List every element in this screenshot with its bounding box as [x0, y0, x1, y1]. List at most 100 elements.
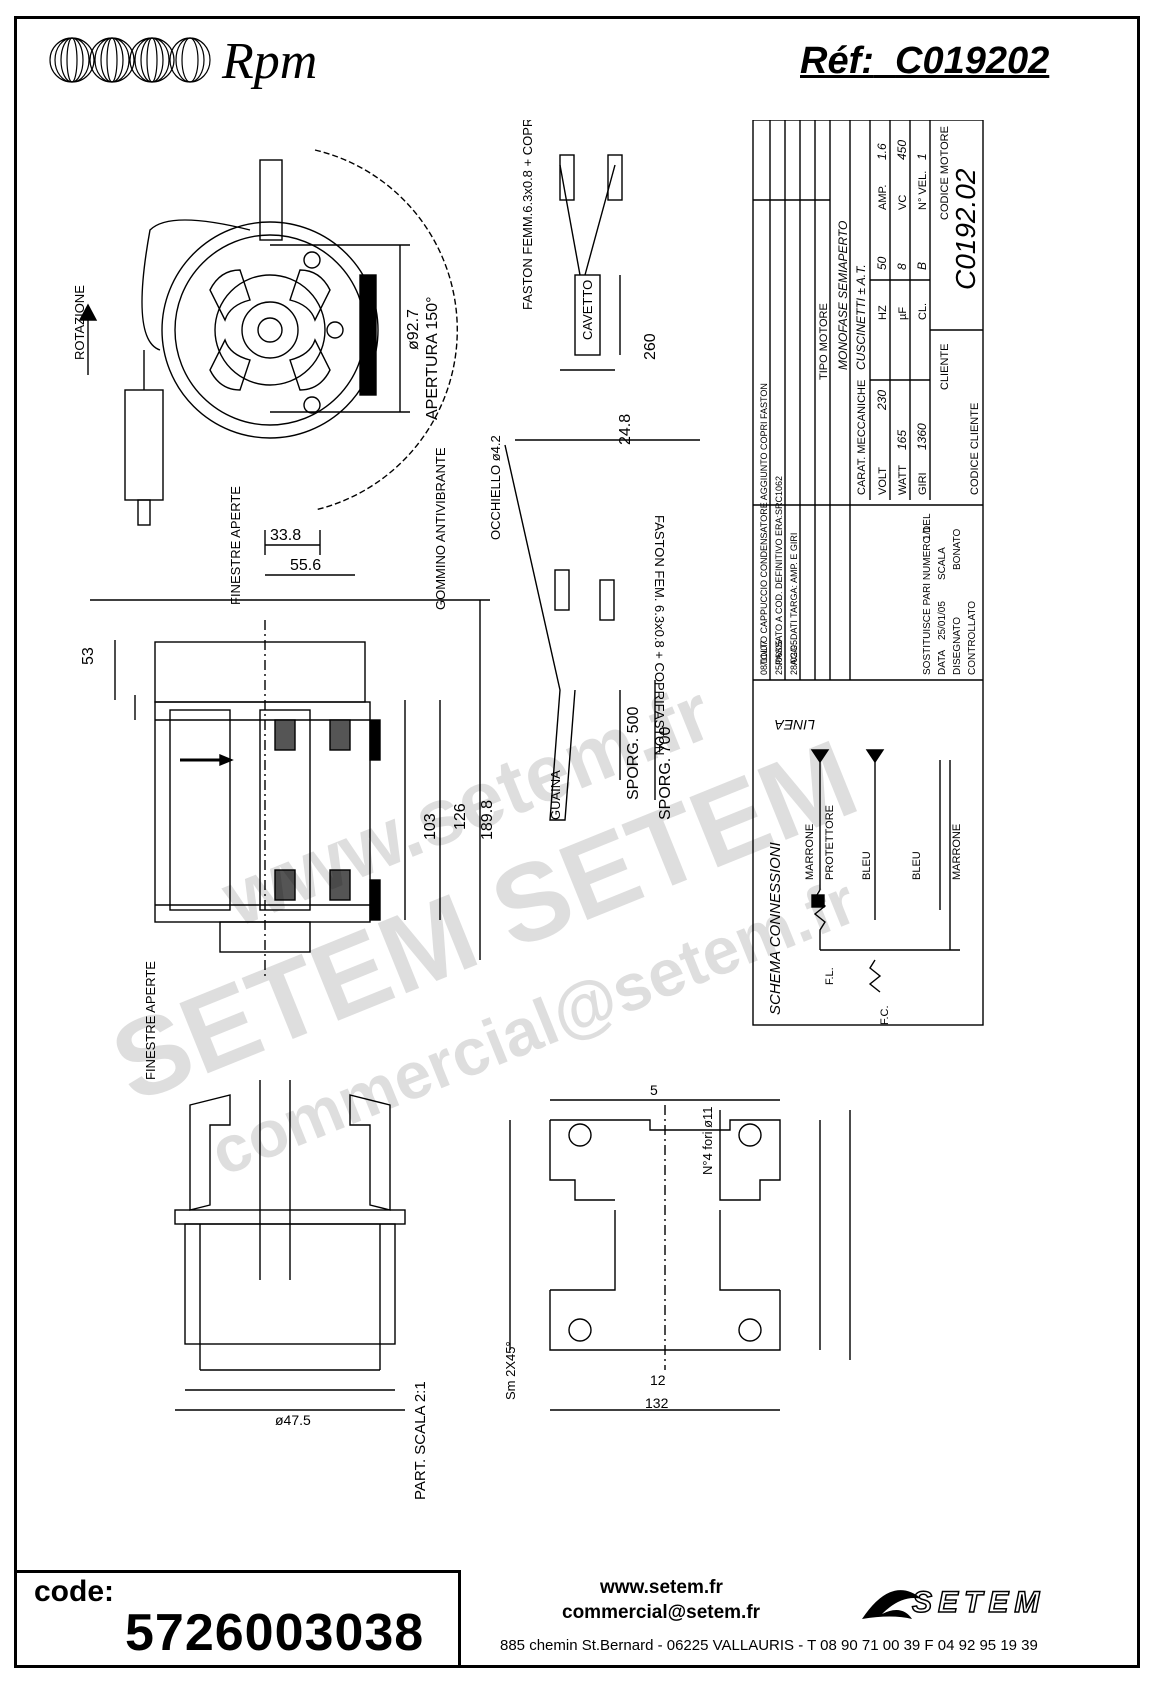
spec-amp-value: 1.6 — [875, 143, 889, 160]
dim-105: 12 — [650, 1372, 666, 1388]
cable-harness-mid — [504, 439, 700, 821]
spec-cl: CL. — [917, 303, 929, 320]
mech-label: CARAT. MECCANICHE — [856, 380, 868, 495]
faston-top-label: FASTON FEMM.6.3x0.8 + COPRIFASTON — [520, 120, 535, 310]
rotation-label: ROTAZIONE — [72, 285, 87, 360]
bearing-detail — [174, 1080, 406, 1411]
dim-33-8: 33.8 — [270, 527, 301, 544]
technical-drawing: ROTAZIONE FINESTRE APERTE FINESTRE APERT… — [72, 120, 984, 1500]
sheath-label: GUAINA — [548, 770, 563, 820]
dim-125: 132 — [645, 1395, 669, 1411]
mod-3-text: AGG. DATI TARGA: AMP. E GIRI — [789, 533, 799, 665]
antivibration-label: GOMMINO ANTIVIBRANTE — [433, 447, 448, 610]
spec-hz: HZ — [877, 305, 889, 320]
dim-260: 24.8 — [617, 414, 634, 445]
scale-value: 1/1 — [922, 526, 933, 540]
dim-sporg-700: SPORG. 700 — [657, 727, 674, 820]
mod-2-text: PASSATO A COD. DEFINITIVO ERA:SRC1062 — [774, 476, 784, 665]
spec-uf-value: 8 — [895, 263, 909, 270]
customer-code-label: CODICE CLIENTE — [969, 403, 981, 495]
title-block — [752, 120, 984, 1026]
drawing-frame — [14, 16, 1140, 1668]
schema-fl: F.L. — [824, 967, 836, 985]
part-scale-label: PART. SCALA 2:1 — [412, 1381, 429, 1500]
spec-vc: VC — [897, 195, 909, 210]
cable-label: CAVETTO — [580, 280, 595, 340]
ref-value: C019202 — [895, 40, 1050, 82]
opening-label: APERTURA 150° — [424, 297, 441, 421]
schema-linea: LINEA — [775, 717, 815, 733]
connection-schematic — [810, 749, 960, 993]
eyelet-label: OCCHIELLO ø4.2 — [488, 435, 503, 540]
scale-label: SCALA — [937, 547, 948, 580]
fins-open-bottom-label: FINESTRE APERTE — [143, 961, 158, 1080]
dim-126: 126 — [452, 803, 469, 830]
motor-code: C0192.02 — [950, 168, 981, 290]
dim-55-6: 55.6 — [290, 557, 321, 574]
ref-label: Réf: — [800, 40, 874, 82]
spec-uf: µF — [897, 307, 909, 320]
date-label: DATA — [937, 649, 948, 675]
motor-side-view — [90, 599, 490, 980]
dim-189-8: 189.8 — [479, 800, 496, 840]
four-holes-label: N°4 fori ø11 — [700, 1106, 715, 1175]
motor-front-view — [78, 149, 458, 576]
spec-hz-value: 50 — [875, 256, 889, 270]
schema-protettore: PROTETTORE — [824, 805, 836, 880]
email-link[interactable]: commercial@setem.fr — [562, 1602, 761, 1623]
brand-text: Rpm — [221, 33, 317, 90]
setem-logo: SETEM — [862, 1585, 1045, 1620]
dim-90: 5 — [650, 1082, 658, 1098]
address: 885 chemin St.Bernard - 06225 VALLAURIS … — [500, 1637, 1038, 1654]
dim-sporg-500: SPORG. 500 — [625, 707, 642, 800]
spec-amp: AMP. — [877, 185, 889, 210]
dim-diameter: ø92.7 — [405, 309, 422, 350]
mounting-bracket — [509, 1099, 851, 1411]
spec-volt-value: 230 — [875, 390, 889, 411]
schema-label: SCHEMA CONNESSIONI — [767, 842, 784, 1015]
dim-sporg-300: 260 — [642, 333, 659, 360]
dim-47-5: ø47.5 — [275, 1412, 311, 1428]
spec-nvel: N° VEL. — [917, 171, 929, 210]
code-box — [14, 1570, 461, 1668]
schema-bleu-2: BLEU — [911, 851, 923, 880]
schema-fc: F.C. — [879, 1005, 891, 1025]
spec-vc-value: 450 — [895, 140, 909, 160]
cable-harness-top — [559, 154, 623, 371]
mech: CUSCINETTI ± A.T. — [854, 264, 868, 370]
drawn-label: DISEGNATO — [952, 617, 963, 675]
faston-mid-label: FASTON FEM. 6.3x0.8 + COPRIFASTON — [652, 515, 667, 755]
schema-marrone: MARRONE — [804, 824, 816, 880]
spec-watt: WATT — [897, 465, 909, 495]
schema-marrone-2: MARRONE — [951, 824, 963, 880]
spec-volt: VOLT — [877, 467, 889, 495]
fins-open-top-label: FINESTRE APERTE — [228, 486, 243, 605]
motor-type: MONOFASE SEMIAPERTO — [836, 221, 850, 370]
code-value: 5726003038 — [125, 1604, 425, 1662]
spec-cl-value: B — [915, 262, 929, 270]
chamfer-label: Sm 2X45° — [503, 1341, 518, 1400]
checked-label: CONTROLLATO — [967, 601, 978, 675]
schema-bleu: BLEU — [861, 851, 873, 880]
mod-1-date: 08/11/07 — [759, 641, 769, 675]
spec-giri-value: 1360 — [915, 423, 929, 450]
replaces-label: SOSTITUISCE PARI NUMERO DEL — [922, 513, 933, 675]
mod-1-text: TOLTO CAPPUCCIO CONDENSATORE AGGIUNTO CO… — [759, 383, 769, 665]
setem-logo-text: SETEM — [912, 1586, 1045, 1619]
motor-code-label: CODICE MOTORE — [939, 126, 951, 220]
customer-label: CLIENTE — [939, 344, 951, 390]
spec-giri: GIRI — [917, 472, 929, 495]
spec-nvel-value: 1 — [915, 153, 929, 160]
dim-103: 103 — [422, 813, 439, 840]
mod-3-date: 28/02/05 — [789, 640, 799, 675]
date-value: 25/01/05 — [937, 601, 948, 640]
dim-53: 53 — [80, 647, 97, 665]
reference: Réf: C019202 — [800, 40, 1049, 83]
spec-watt-value: 165 — [895, 430, 909, 450]
motor-type-label: TIPO MOTORE — [818, 303, 830, 380]
code-label: code: — [34, 1575, 115, 1608]
website-link[interactable]: www.setem.fr — [600, 1577, 723, 1598]
drawn-value: BONATO — [952, 528, 963, 570]
mod-2-date: 25/06/05 — [774, 640, 784, 675]
rpm-logo: Rpm — [49, 33, 317, 90]
